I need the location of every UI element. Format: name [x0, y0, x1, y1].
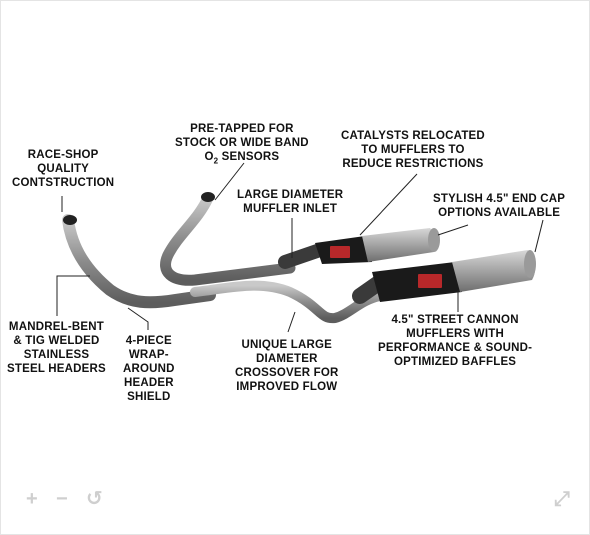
- upper-muffler-inlet: [278, 243, 327, 269]
- upper-end-cap: [428, 228, 440, 252]
- callout-race-shop: RACE-SHOP QUALITY CONTSTRUCTION: [12, 148, 114, 190]
- callout-line: LARGE DIAMETER: [237, 189, 344, 201]
- front-header-flange: [63, 215, 77, 225]
- zoom-in-icon[interactable]: +: [26, 488, 38, 510]
- callout-line: STEEL HEADERS: [7, 363, 106, 375]
- callout-catalysts: CATALYSTS RELOCATED TO MUFFLERS TO REDUC…: [341, 129, 485, 171]
- callout-line: MUFFLERS WITH: [406, 328, 504, 340]
- callout-line: STAINLESS: [23, 349, 90, 361]
- callout-line: DIAMETER: [255, 353, 318, 365]
- callout-street-cannon: 4.5" STREET CANNON MUFFLERS WITH PERFORM…: [378, 313, 532, 369]
- callout-line: OPTIMIZED BAFFLES: [393, 356, 517, 368]
- callout-large-inlet: LARGE DIAMETER MUFFLER INLET: [237, 188, 343, 216]
- callout-line: 4-PIECE: [125, 335, 172, 347]
- zoom-out-icon[interactable]: −: [56, 488, 68, 510]
- callout-line: OPTIONS AVAILABLE: [438, 207, 561, 219]
- callout-line: TO MUFFLERS TO: [361, 144, 465, 156]
- callout-line: IMPROVED FLOW: [236, 381, 338, 393]
- leader-mandrel: [56, 275, 90, 316]
- callout-line: MUFFLER INLET: [243, 203, 338, 215]
- callout-line: STYLISH 4.5" END CAP: [433, 193, 566, 205]
- callout-line: 4.5" STREET CANNON: [391, 314, 519, 326]
- callout-line: O2 SENSORS: [204, 151, 280, 166]
- lower-catalyst: [372, 262, 462, 302]
- leader-end-cap: [437, 224, 469, 236]
- lower-catalyst-window: [418, 274, 442, 288]
- callout-line: AROUND: [123, 363, 175, 375]
- callout-line: STOCK OR WIDE BAND: [175, 137, 309, 149]
- callout-line: HEADER: [123, 377, 174, 389]
- callout-line: WRAP-: [128, 349, 169, 361]
- callout-line: MANDREL-BENT: [8, 321, 104, 333]
- leader-heat-shield: [127, 307, 149, 330]
- callout-pre-tapped: PRE-TAPPED FOR STOCK OR WIDE BAND O2 SEN…: [175, 122, 309, 168]
- leader-crossover: [287, 311, 296, 333]
- callout-line: QUALITY: [37, 163, 90, 175]
- callout-end-cap: STYLISH 4.5" END CAP OPTIONS AVAILABLE: [433, 192, 565, 220]
- callout-heat-shield: 4-PIECE WRAP- AROUND HEADER SHIELD: [123, 334, 175, 404]
- rear-header-flange: [201, 192, 215, 202]
- callout-line: CATALYSTS RELOCATED: [341, 130, 485, 142]
- front-header-pipe: [62, 214, 216, 309]
- callout-line: PRE-TAPPED FOR: [190, 123, 294, 135]
- fullscreen-icon[interactable]: ⤢: [554, 488, 570, 510]
- callout-line: PERFORMANCE & SOUND-: [378, 342, 533, 354]
- callout-line: CROSSOVER FOR: [235, 367, 339, 379]
- callout-line: & TIG WELDED: [13, 335, 100, 347]
- leader-catalysts: [359, 173, 418, 236]
- callout-line: REDUCE RESTRICTIONS: [342, 158, 484, 170]
- callout-line: CONTSTRUCTION: [12, 177, 115, 189]
- lower-muffler-body: [452, 250, 536, 292]
- callout-mandrel: MANDREL-BENT & TIG WELDED STAINLESS STEE…: [7, 320, 106, 376]
- callout-line: SHIELD: [127, 391, 171, 403]
- callout-line: RACE-SHOP: [27, 149, 99, 161]
- rear-header-pipe: [160, 192, 296, 286]
- crossover-pipe: [190, 280, 385, 324]
- lower-end-cap: [524, 250, 536, 278]
- upper-muffler-body: [362, 228, 438, 262]
- reset-icon[interactable]: ↺: [86, 488, 103, 510]
- leader-end-cap-2: [534, 219, 544, 253]
- upper-catalyst-window: [330, 246, 350, 258]
- callout-line: UNIQUE LARGE: [241, 339, 333, 351]
- callout-crossover: UNIQUE LARGE DIAMETER CROSSOVER FOR IMPR…: [235, 338, 339, 394]
- leader-pre-tapped: [214, 162, 245, 201]
